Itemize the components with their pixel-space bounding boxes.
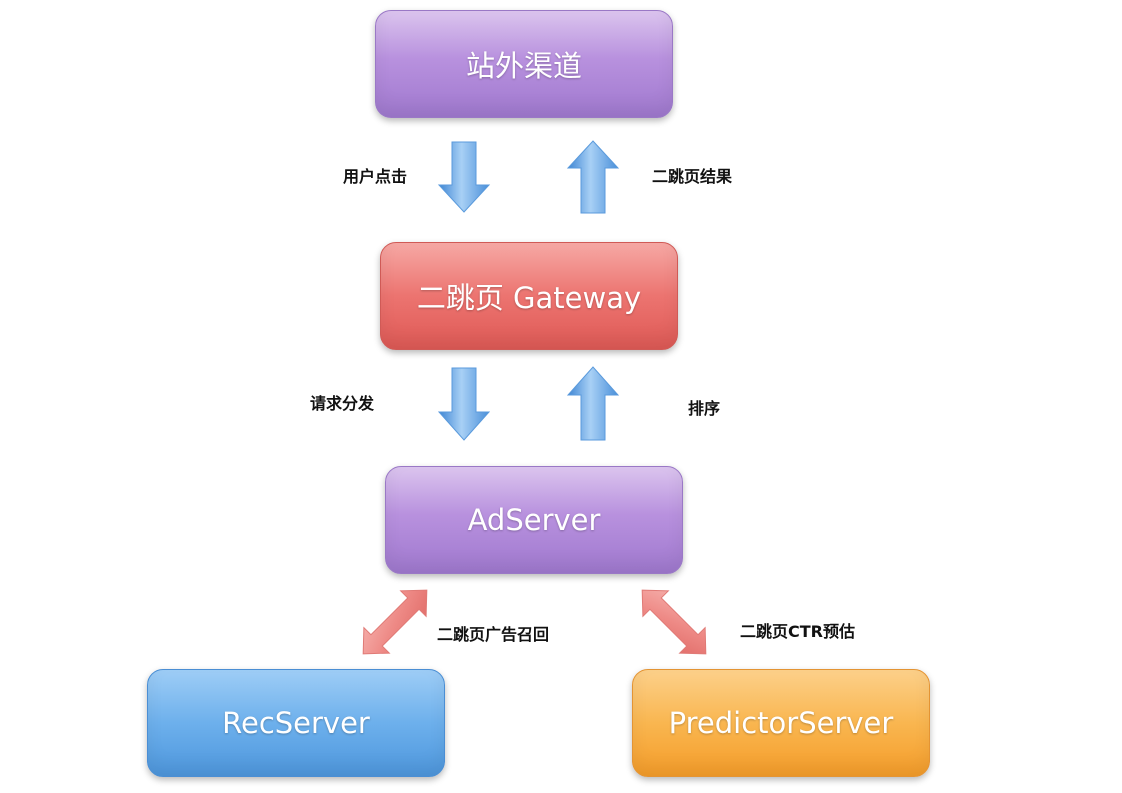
node-predictor: PredictorServer bbox=[632, 669, 930, 777]
node-gateway: 二跳页 Gateway bbox=[380, 242, 678, 350]
arrow-up-sort bbox=[566, 366, 620, 441]
edge-label-ad-recall: 二跳页广告召回 bbox=[437, 625, 550, 644]
node-recserver-label: RecServer bbox=[222, 706, 370, 740]
arrow-up-result bbox=[566, 140, 620, 214]
edge-label-sort: 排序 bbox=[688, 399, 721, 418]
arrow-double-ctr-predict bbox=[641, 589, 707, 655]
edge-label-result: 二跳页结果 bbox=[652, 167, 733, 186]
edge-label-ctr-predict: 二跳页CTR预估 bbox=[740, 622, 855, 641]
node-recserver: RecServer bbox=[147, 669, 445, 777]
node-adserver-label: AdServer bbox=[467, 503, 601, 537]
edge-label-user-click: 用户点击 bbox=[343, 167, 408, 186]
arrow-down-user-click bbox=[437, 141, 491, 213]
node-gateway-label: 二跳页 Gateway bbox=[416, 281, 642, 315]
edge-label-dispatch: 请求分发 bbox=[310, 394, 375, 413]
node-channel-label: 站外渠道 bbox=[465, 49, 582, 83]
node-channel: 站外渠道 bbox=[375, 10, 673, 118]
arrow-double-ad-recall bbox=[362, 589, 428, 655]
node-adserver: AdServer bbox=[385, 466, 683, 574]
arrow-down-dispatch bbox=[437, 367, 491, 441]
node-predictor-label: PredictorServer bbox=[668, 706, 894, 740]
